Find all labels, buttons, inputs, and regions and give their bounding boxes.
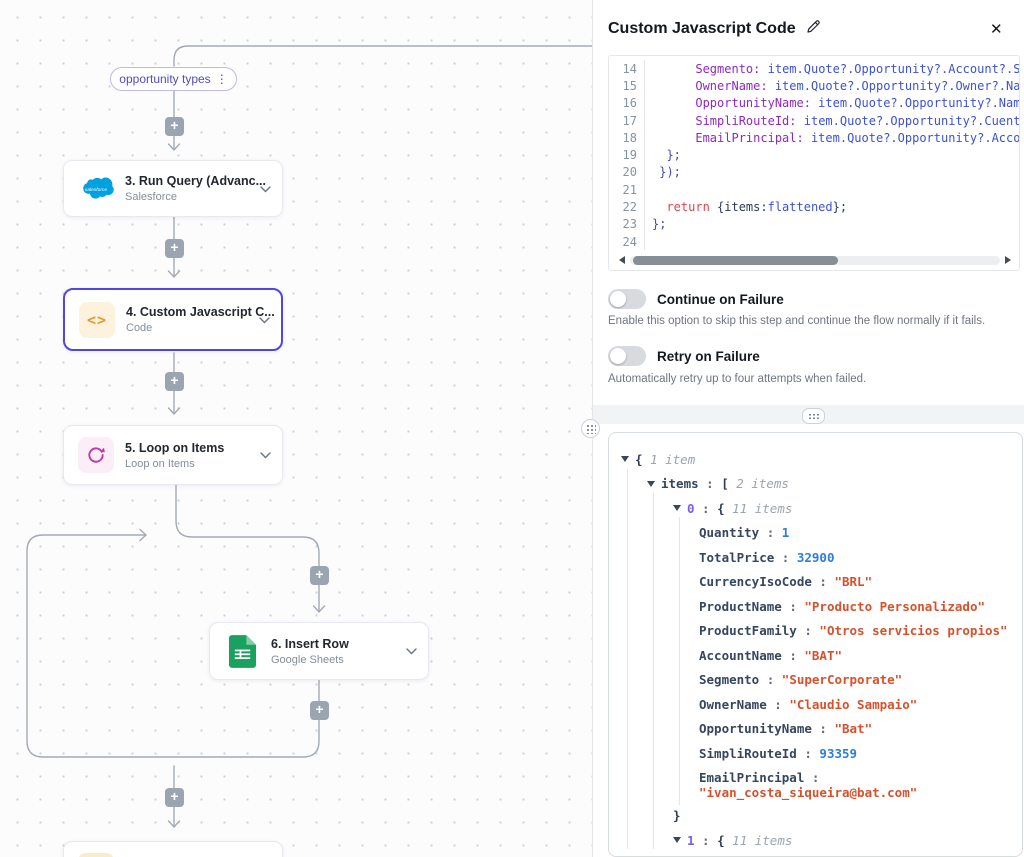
panel-resize-grip[interactable] [581, 419, 600, 438]
chevron-down-icon[interactable] [259, 311, 270, 329]
code-line: 20 }); [609, 163, 1019, 182]
node-subtitle: Loop on Items [125, 457, 195, 470]
indent-guide [627, 469, 628, 849]
retry-on-failure-row: Retry on Failure [608, 346, 760, 366]
tree-row: } [673, 808, 681, 824]
code-line: 24 [609, 232, 1019, 251]
code-horizontal-scrollbar[interactable] [609, 255, 1019, 265]
tree-row: ProductName : "Producto Personalizado" [699, 598, 985, 614]
tree-row[interactable]: items : [ 2 items [609, 472, 1022, 497]
collapse-arrow-icon[interactable] [647, 480, 655, 487]
collapse-arrow-icon[interactable] [673, 837, 681, 844]
tree-row[interactable]: 1 : { 11 items [609, 828, 1022, 853]
close-icon[interactable]: ✕ [990, 21, 1003, 38]
retry-on-failure-description: Automatically retry up to four attempts … [608, 373, 867, 385]
continue-on-failure-description: Enable this option to skip this step and… [608, 315, 986, 327]
branch-pill-label: opportunity types [119, 72, 211, 86]
node-run-query-salesforce[interactable]: salesforce 3. Run Query (Advanc... Sales… [63, 160, 283, 217]
collapse-arrow-icon[interactable] [673, 505, 681, 512]
code-line: 18 EmailPrincipal: item.Quote?.Opportuni… [609, 129, 1019, 147]
flow-connectors [26, 45, 592, 829]
branch-menu-icon[interactable]: ⋮ [215, 72, 228, 86]
node-partial-bottom[interactable] [63, 841, 283, 857]
node-title: 5. Loop on Items [125, 440, 225, 455]
tree-row: OwnerName : "Claudio Sampaio" [699, 696, 918, 712]
code-line: 22 return {items:flattened}; [609, 198, 1019, 216]
node-subtitle: Salesforce [125, 191, 177, 203]
node-subtitle: Code [126, 322, 153, 334]
tree-row: AccountName : "BAT" [699, 647, 843, 663]
node-subtitle: Google Sheets [271, 653, 344, 666]
continue-on-failure-label: Continue on Failure [657, 291, 784, 307]
code-line: 19 }; [609, 146, 1019, 164]
node-insert-row-google-sheets[interactable]: 6. Insert Row Google Sheets [209, 622, 429, 680]
indent-guide [679, 517, 680, 805]
tree-row: SimpliRouteId : 93359 [699, 745, 858, 761]
google-sheets-icon [224, 633, 260, 669]
code-line: 15 OwnerName: item.Quote?.Opportunity?.O… [609, 77, 1019, 95]
code-lines: 14 Segmento: item.Quote?.Opportunity?.Ac… [609, 60, 1019, 251]
chevron-down-icon[interactable] [260, 446, 271, 464]
node-title: 4. Custom Javascript C... [126, 305, 275, 319]
retry-on-failure-label: Retry on Failure [657, 348, 760, 364]
flow-canvas[interactable]: opportunity types ⋮ + + + + + + salesfor… [0, 0, 592, 857]
section-resize-grip[interactable] [802, 408, 825, 424]
add-step-button[interactable]: + [165, 788, 184, 807]
indent-guide [653, 493, 654, 849]
svg-text:salesforce: salesforce [85, 187, 107, 193]
code-line: 21 [609, 181, 1019, 199]
code-line: 23}; [609, 215, 1019, 233]
collapse-arrow-icon[interactable] [621, 456, 629, 463]
add-step-button[interactable]: + [165, 117, 184, 136]
code-icon: <> [79, 301, 115, 338]
scrollbar-track[interactable] [630, 255, 1000, 265]
add-step-button[interactable]: + [310, 566, 329, 585]
node-title: 6. Insert Row [271, 636, 349, 651]
continue-on-failure-row: Continue on Failure [608, 289, 784, 309]
node-custom-javascript-code[interactable]: <> 4. Custom Javascript C... Code [63, 288, 283, 351]
chevron-down-icon[interactable] [260, 180, 271, 198]
chevron-down-icon[interactable] [406, 642, 417, 660]
edit-pencil-icon[interactable] [805, 18, 822, 40]
tree-row: Segmento : "SuperCorporate" [699, 672, 903, 688]
branch-pill-opportunity-types[interactable]: opportunity types ⋮ [110, 67, 237, 91]
tree-row: EmailPrincipal :"ivan_costa_siqueira@bat… [699, 769, 918, 800]
tree-row: TotalPrice : 32900 [699, 549, 835, 565]
retry-on-failure-toggle[interactable] [608, 346, 646, 366]
tree-row: CurrencyIsoCode : "BRL" [699, 574, 873, 590]
node-loop-on-items[interactable]: 5. Loop on Items Loop on Items [63, 425, 283, 485]
salesforce-icon: salesforce [78, 171, 114, 207]
continue-on-failure-toggle[interactable] [608, 289, 646, 309]
scrollbar-thumb[interactable] [633, 255, 838, 265]
code-line: 17 SimpliRouteId: item.Quote?.Opportunit… [609, 111, 1019, 130]
panel-title: Custom Javascript Code [608, 18, 822, 40]
scroll-right-icon[interactable] [1005, 256, 1015, 264]
tree-row[interactable]: 0 : { 11 items [609, 496, 1022, 521]
tree-row[interactable]: { 1 item [609, 447, 1022, 472]
tree-row: ProductFamily : "Otros servicios propios… [699, 623, 1008, 639]
node-icon [78, 853, 114, 857]
add-step-button[interactable]: + [165, 239, 184, 258]
tree-row: OpportunityName : "Bat" [699, 721, 873, 737]
tree-row: Quantity : 1 [699, 525, 790, 541]
add-step-button[interactable]: + [165, 372, 184, 391]
loop-icon [78, 437, 114, 473]
code-line: 14 Segmento: item.Quote?.Opportunity?.Ac… [609, 60, 1019, 78]
scroll-left-icon[interactable] [615, 256, 625, 264]
add-step-button[interactable]: + [310, 701, 329, 720]
node-title: 3. Run Query (Advanc... [125, 174, 267, 188]
code-editor[interactable]: 14 Segmento: item.Quote?.Opportunity?.Ac… [608, 55, 1020, 271]
code-line: 16 OpportunityName: item.Quote?.Opportun… [609, 94, 1019, 112]
